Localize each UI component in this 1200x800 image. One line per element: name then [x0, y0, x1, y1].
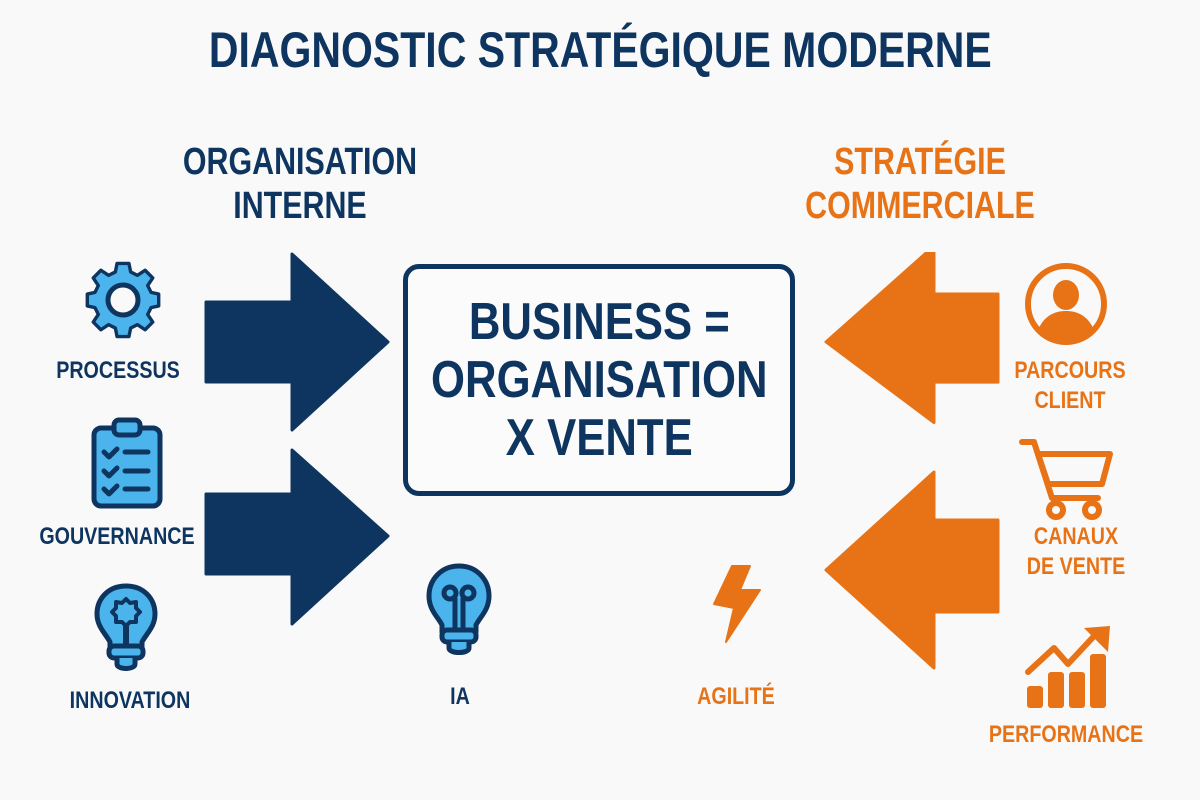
user-circle-icon — [1024, 262, 1108, 346]
lightbulb-gear-icon — [93, 582, 159, 676]
business-equation-box: BUSINESS = ORGANISATION X VENTE — [403, 264, 795, 496]
gouvernance-label: GOUVERNANCE — [39, 523, 195, 550]
lightbulb-icon — [424, 562, 494, 660]
right-arrow-top — [204, 252, 390, 432]
left-section-heading: ORGANISATION INTERNE — [182, 141, 418, 227]
parcours-client-label: PARCOURS CLIENT — [1014, 357, 1126, 414]
clipboard-checklist-icon — [90, 416, 166, 510]
right-arrow-bottom — [204, 448, 390, 628]
performance-label: PERFORMANCE — [988, 721, 1144, 748]
lightning-bolt-icon — [710, 564, 762, 644]
left-arrow-top — [824, 252, 1000, 438]
right-section-heading: STRATÉGIE COMMERCIALE — [805, 141, 1035, 227]
page-title: DIAGNOSTIC STRATÉGIQUE MODERNE — [208, 22, 992, 78]
shopping-cart-icon — [1018, 436, 1116, 524]
growth-chart-icon — [1024, 624, 1114, 710]
gear-icon — [78, 258, 168, 342]
canaux-de-vente-label: CANAUX DE VENTE — [1026, 523, 1126, 580]
processus-label: PROCESSUS — [56, 357, 180, 384]
left-arrow-bottom — [824, 470, 1000, 670]
ia-label: IA — [450, 683, 470, 710]
agilite-label: AGILITÉ — [697, 683, 775, 710]
innovation-label: INNOVATION — [69, 687, 191, 714]
